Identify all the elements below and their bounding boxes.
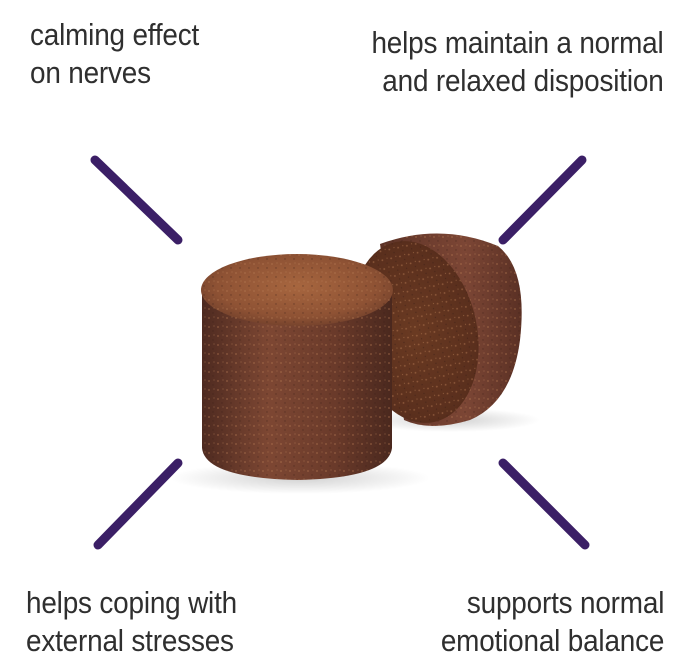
caption-line: emotional balance: [440, 623, 665, 658]
caption-line: and relaxed disposition: [382, 63, 664, 98]
caption-line: calming effect: [30, 17, 200, 52]
caption-line: external stresses: [26, 623, 234, 658]
accent-line-top-left: [90, 155, 183, 245]
benefit-caption-top-left: calming effect on nerves: [30, 16, 199, 92]
accent-line-bottom-right: [498, 458, 590, 550]
caption-line: supports normal: [466, 585, 665, 620]
benefit-caption-top-right: helps maintain a normal and relaxed disp…: [372, 24, 664, 100]
accent-line-top-right: [498, 155, 587, 245]
caption-line: helps maintain a normal: [371, 25, 664, 60]
soft-chew-front: [201, 254, 393, 480]
caption-line: helps coping with: [26, 585, 237, 620]
caption-line: on nerves: [30, 55, 151, 90]
benefit-caption-bottom-left: helps coping with external stresses: [26, 584, 237, 660]
accent-line-bottom-left: [93, 458, 183, 550]
benefit-caption-bottom-right: supports normal emotional balance: [440, 584, 665, 660]
